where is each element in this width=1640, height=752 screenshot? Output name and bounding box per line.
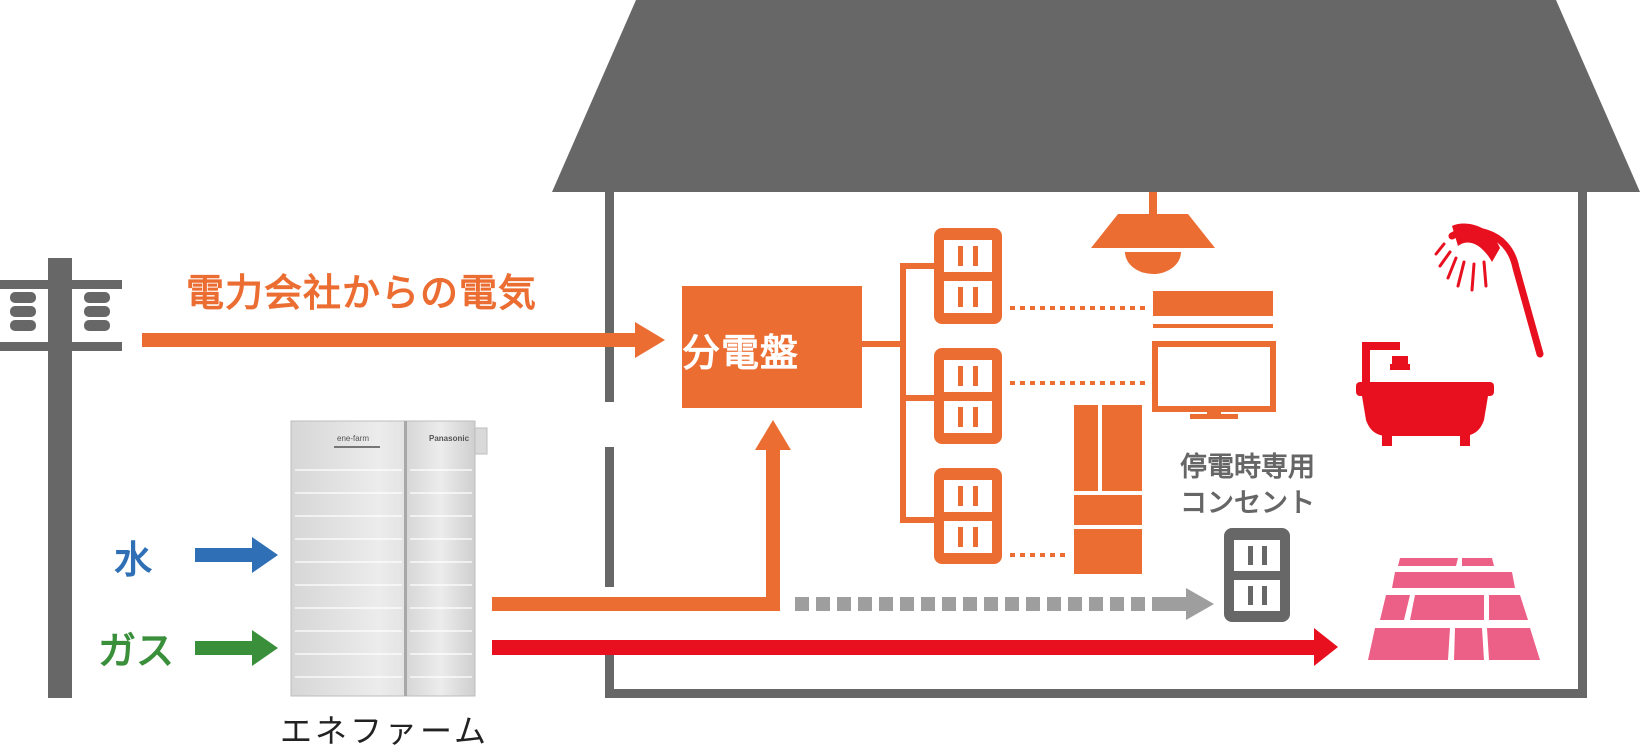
television-icon [1152, 341, 1276, 419]
hot-water-arrow [492, 628, 1338, 666]
house-wall-left-top [605, 192, 614, 402]
power-outlet-icon [934, 348, 1002, 444]
house-roof [552, 0, 1640, 192]
water-label: 水 [114, 538, 153, 582]
refrigerator-icon [1074, 405, 1142, 574]
grid-electricity-arrow [142, 322, 665, 358]
ceiling-lamp-icon [1091, 192, 1215, 274]
floor-heating-icon [1368, 558, 1540, 660]
shower-icon [1434, 223, 1544, 358]
enefarm-electricity-arrow [492, 420, 791, 611]
outage-outlet-label: 停電時専用 コンセント [1180, 450, 1315, 522]
outage-outlet-label-line1: 停電時専用 [1180, 452, 1315, 483]
power-outlet-icon [934, 468, 1002, 564]
outage-outlet-label-line2: コンセント [1180, 488, 1315, 519]
power-outlet-icon [934, 228, 1002, 324]
enefarm-unit [290, 420, 488, 697]
distribution-panel-box [682, 286, 862, 408]
house [552, 0, 1640, 698]
maker-logo: Panasonic [429, 434, 470, 443]
enefarm-product-logo: ene-farm [337, 434, 370, 443]
appliance-dotted-lines [1010, 306, 1145, 557]
gas-label: ガス [98, 629, 175, 673]
gas-input-arrow [195, 630, 278, 666]
distribution-panel-label: 分電盤 [682, 331, 800, 375]
house-wall-right [1578, 192, 1587, 698]
water-input-arrow [195, 537, 278, 573]
house-floor [605, 689, 1587, 698]
outage-outlet-icon [1224, 528, 1290, 622]
house-wall-left-base [605, 652, 614, 698]
backup-power-arrow [795, 588, 1214, 620]
utility-pole-icon [0, 258, 122, 698]
house-wall-left-bottom [605, 447, 614, 587]
air-conditioner-icon [1153, 291, 1273, 328]
enefarm-label: エネファーム [280, 712, 490, 750]
grid-electricity-label: 電力会社からの電気 [186, 271, 538, 315]
panel-outlet-connector [862, 263, 936, 523]
bathtub-icon [1356, 342, 1494, 446]
